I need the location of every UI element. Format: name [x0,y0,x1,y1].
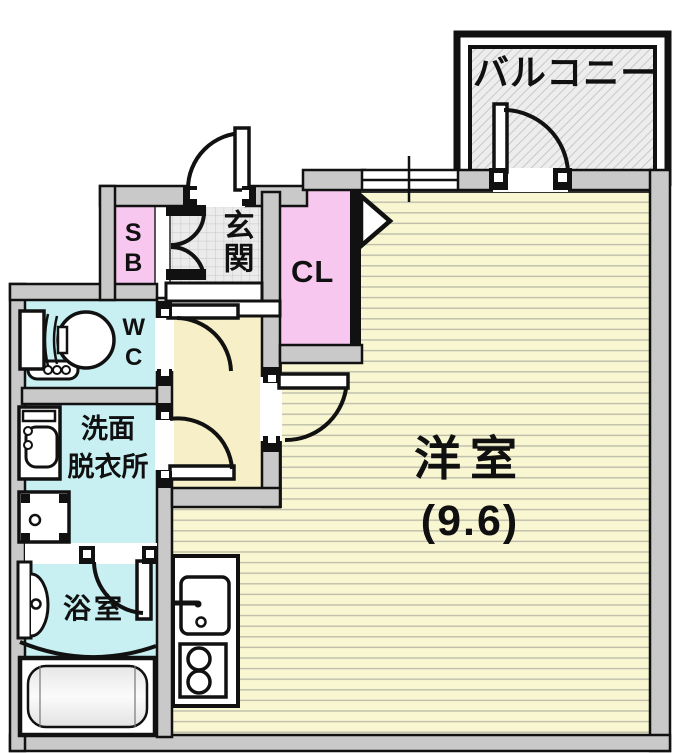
balcony-label: バルコニー [472,52,658,93]
shoe-box-label: SB [119,219,148,279]
sliding-window [360,156,460,202]
washing-machine-pan [17,490,71,544]
kitchen-sink [174,575,231,636]
bathtub [17,640,158,738]
front-door [183,126,256,206]
washroom-label-line2: 脱衣所 [67,452,149,482]
main-room-door [263,367,350,452]
entrance-label: 玄関 [218,209,254,275]
western-room-label: 洋室 [414,432,526,485]
western-room-size: (9.6) [420,497,520,545]
washroom-door [157,403,236,488]
washbasin [17,405,62,481]
shoe-box-floor [112,201,156,287]
wc-door [157,301,240,386]
bathroom-door [79,546,158,621]
toilet [18,309,116,381]
washroom-label-line1: 洗面 [81,414,135,444]
closet-label: CL [291,254,335,289]
bathroom-label: 浴室 [62,593,125,624]
doors [79,102,572,621]
kitchen-unit [171,554,240,708]
hallway-floor [172,298,262,490]
shoe-box-double-door [166,205,206,281]
folding-closet-door [350,190,394,345]
shower-counter [16,560,50,640]
toilet-label: WC [120,314,148,374]
balcony-door [489,102,572,190]
two-burner-stove [178,642,228,699]
